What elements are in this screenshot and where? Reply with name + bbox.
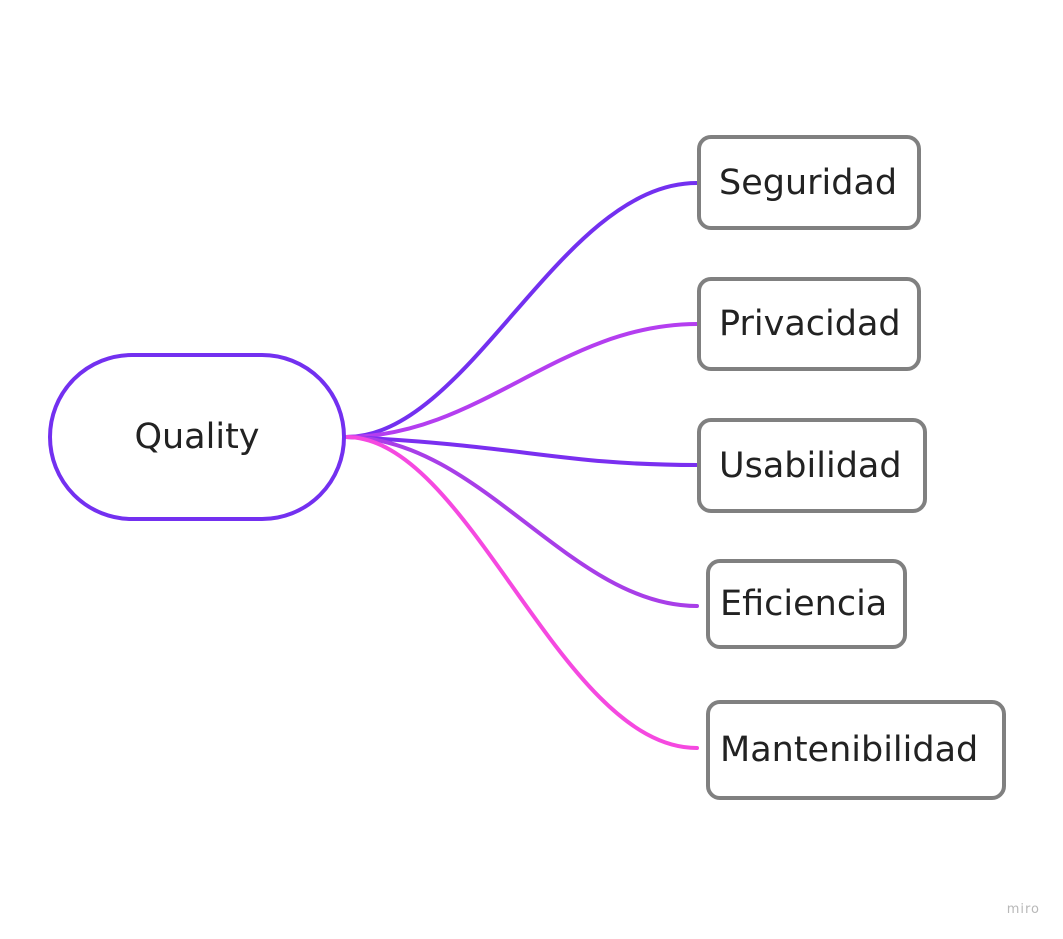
root-node-quality[interactable]: Quality <box>48 353 346 521</box>
child-node-label: Seguridad <box>719 162 898 203</box>
branch-connector-mantenibilidad <box>344 435 699 750</box>
child-node-usabilidad[interactable]: Usabilidad <box>697 418 927 513</box>
child-node-privacidad[interactable]: Privacidad <box>697 277 921 371</box>
child-node-label: Eficiencia <box>720 584 888 624</box>
child-node-seguridad[interactable]: Seguridad <box>697 135 921 230</box>
branch-connector-usabilidad <box>344 435 699 467</box>
branch-connector-eficiencia <box>344 435 699 608</box>
root-node-label: Quality <box>134 417 260 457</box>
miro-watermark: miro <box>1006 902 1040 917</box>
branch-connector-seguridad <box>344 181 699 439</box>
child-node-label: Usabilidad <box>719 445 902 486</box>
child-node-eficiencia[interactable]: Eficiencia <box>706 559 907 649</box>
branch-connector-privacidad <box>344 322 699 439</box>
child-node-mantenibilidad[interactable]: Mantenibilidad <box>706 700 1006 800</box>
child-node-label: Privacidad <box>719 304 901 344</box>
child-node-label: Mantenibilidad <box>720 730 979 770</box>
